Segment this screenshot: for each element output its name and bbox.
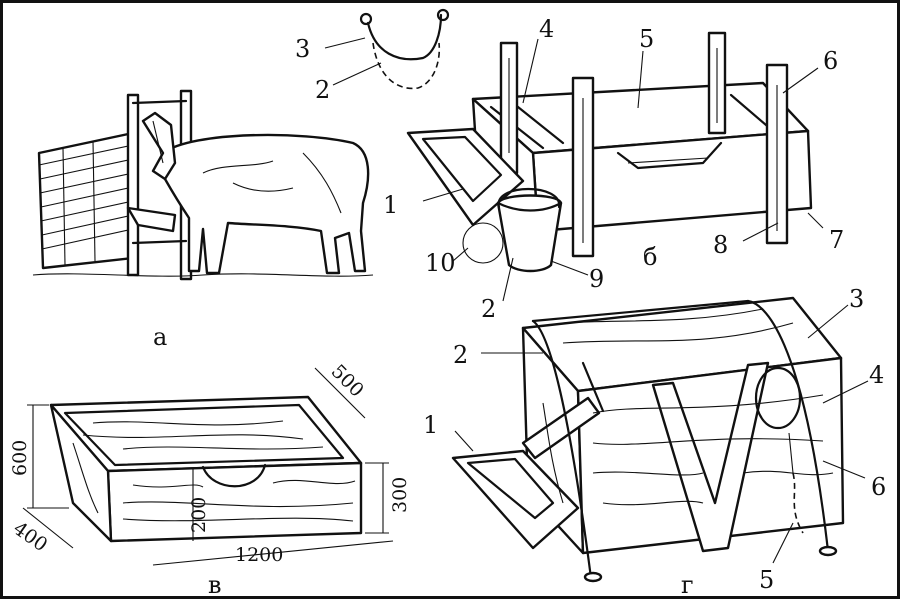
- callout-b-5: 5: [639, 25, 654, 53]
- callout-g-3: 3: [849, 285, 864, 313]
- callout-b-7: 7: [829, 226, 844, 254]
- panel-a-cow-scene: а: [32, 89, 374, 351]
- callout-b-10: 10: [425, 249, 456, 277]
- panel-b-caption: б: [643, 243, 657, 271]
- dim-depth: 400: [9, 517, 51, 556]
- panel-a-caption: а: [153, 323, 167, 351]
- v-bar: [651, 361, 770, 553]
- callout-b-2b: 2: [481, 295, 496, 323]
- callout-b-4: 4: [539, 15, 554, 43]
- callout-g-2: 2: [453, 341, 468, 369]
- panel-g-caption: г: [681, 571, 694, 599]
- callout-b-3: 3: [295, 35, 310, 63]
- frame-rods: [531, 299, 830, 580]
- callout-b-1: 1: [383, 191, 398, 219]
- panel-b-trough-assembly: 3 2: [295, 8, 844, 323]
- dim-height: 600: [9, 440, 31, 476]
- callout-g-5: 5: [759, 566, 774, 594]
- dim-length: 1200: [235, 544, 283, 566]
- callout-g-6: 6: [871, 473, 886, 501]
- callout-g-1: 1: [423, 411, 438, 439]
- callout-g-4: 4: [869, 361, 884, 389]
- callout-b-2a: 2: [315, 76, 330, 104]
- bucket: [496, 194, 563, 273]
- panel-v-caption: в: [208, 571, 222, 599]
- callout-b-9: 9: [589, 265, 604, 293]
- dim-side: 300: [389, 477, 411, 513]
- dim-width: 500: [327, 360, 368, 401]
- technical-illustration: а 3 2: [9, 8, 886, 599]
- clamp-bracket: [366, 13, 443, 61]
- dim-cutout: 200: [188, 497, 210, 533]
- panel-g-framed-trough: 1 2 3 4 5 6 г: [423, 285, 886, 599]
- callout-b-8: 8: [713, 231, 728, 259]
- callout-b-6: 6: [823, 47, 838, 75]
- panel-v-dimensioned-trough: 600 500 300 200 1200 400 в: [9, 360, 411, 599]
